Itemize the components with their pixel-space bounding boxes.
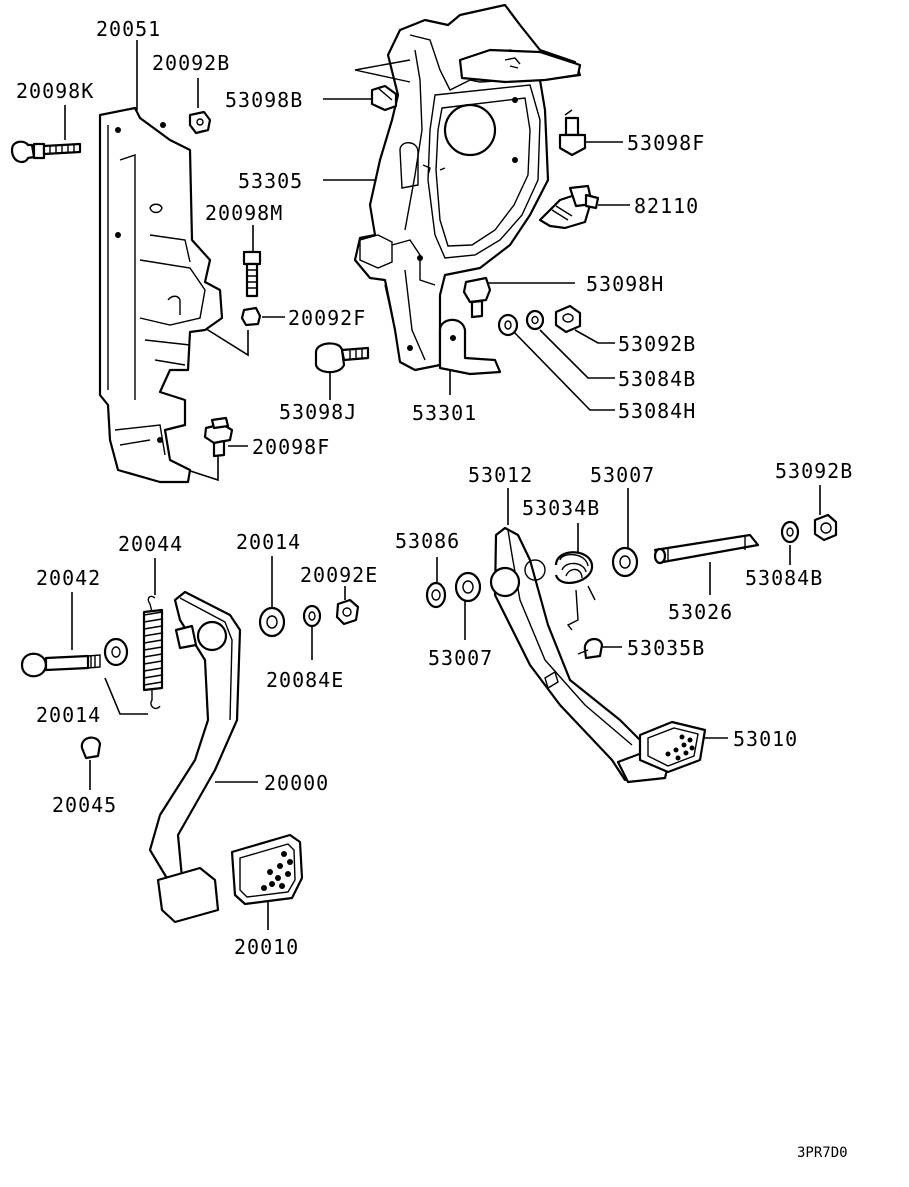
label-20098F: 20098F xyxy=(252,435,330,459)
spring-20044 xyxy=(142,595,164,710)
bolt-53098J xyxy=(314,342,370,374)
label-53084B-right: 53084B xyxy=(745,566,823,590)
label-53098J: 53098J xyxy=(279,400,357,424)
nut-53092B-right xyxy=(813,513,838,542)
washer-20084E xyxy=(302,604,322,628)
label-20092E: 20092E xyxy=(300,563,378,587)
label-20010: 20010 xyxy=(234,935,299,959)
label-53026: 53026 xyxy=(668,600,733,624)
label-53092B-top: 53092B xyxy=(618,332,696,356)
label-20092B: 20092B xyxy=(152,51,230,75)
nut-53092B-top xyxy=(554,304,582,334)
brake-bracket-53305 xyxy=(353,3,582,372)
label-53035B: 53035B xyxy=(627,636,705,660)
bolt-20042 xyxy=(20,652,101,678)
label-20092F: 20092F xyxy=(288,306,366,330)
label-53092B-right: 53092B xyxy=(775,459,853,483)
switch-82110 xyxy=(538,184,600,230)
bracket-53301 xyxy=(438,318,502,376)
label-53098B: 53098B xyxy=(225,88,303,112)
shaft-53026 xyxy=(653,533,760,565)
stopper-20045 xyxy=(80,736,102,760)
bolt-53098B xyxy=(370,84,398,112)
label-82110: 82110 xyxy=(634,194,699,218)
label-20014-bottom: 20014 xyxy=(36,703,101,727)
bolt-53098H xyxy=(462,276,492,319)
washer-53084H xyxy=(497,313,519,337)
label-20098M: 20098M xyxy=(205,201,283,225)
label-53098H: 53098H xyxy=(586,272,664,296)
label-53012: 53012 xyxy=(468,463,533,487)
label-20084E: 20084E xyxy=(266,668,344,692)
bolt-20098K xyxy=(10,140,82,164)
leader-lines xyxy=(64,40,821,930)
bushing-53007-bottom xyxy=(454,571,482,603)
label-20044: 20044 xyxy=(118,532,183,556)
bolt-20098F xyxy=(203,416,234,458)
label-20051: 20051 xyxy=(96,17,161,41)
label-53305: 53305 xyxy=(238,169,303,193)
washer-53084B-top xyxy=(525,309,545,331)
part-labels: 20051 20092B 20098K 20098M 20092F 20098F… xyxy=(16,17,853,1161)
label-53010: 53010 xyxy=(733,727,798,751)
bushing-53007-top xyxy=(611,546,639,578)
label-53084B-top: 53084B xyxy=(618,367,696,391)
spring-53034B xyxy=(554,551,596,631)
label-53007-top: 53007 xyxy=(590,463,655,487)
diagram-code: 3PR7D0 xyxy=(797,1145,848,1161)
label-20042: 20042 xyxy=(36,566,101,590)
label-20098K: 20098K xyxy=(16,79,94,103)
label-53086: 53086 xyxy=(395,529,460,553)
label-20014-top: 20014 xyxy=(236,530,301,554)
bushing-20014-top xyxy=(258,606,286,638)
washer-53086 xyxy=(425,581,447,609)
nut-20092E xyxy=(335,598,360,626)
stopper-53035B xyxy=(577,637,604,660)
label-53034B: 53034B xyxy=(522,496,600,520)
label-20000: 20000 xyxy=(264,771,329,795)
nut-20092F xyxy=(240,306,262,327)
clutch-bracket-20051 xyxy=(98,106,224,484)
bolt-20098M xyxy=(242,250,262,298)
clutch-pedal-20000 xyxy=(148,590,242,924)
pedal-pad-53010 xyxy=(638,720,707,774)
brake-pedal-53012 xyxy=(489,526,670,784)
pedal-pad-20010 xyxy=(230,833,304,906)
label-53098F: 53098F xyxy=(627,131,705,155)
washer-53084B-right xyxy=(780,520,800,544)
label-20045: 20045 xyxy=(52,793,117,817)
label-53007-bottom: 53007 xyxy=(428,646,493,670)
label-53301: 53301 xyxy=(412,401,477,425)
nut-20092B xyxy=(188,110,212,135)
bushing-20014-bottom xyxy=(103,637,129,667)
bolt-53098F xyxy=(558,116,587,157)
label-53084H: 53084H xyxy=(618,399,696,423)
